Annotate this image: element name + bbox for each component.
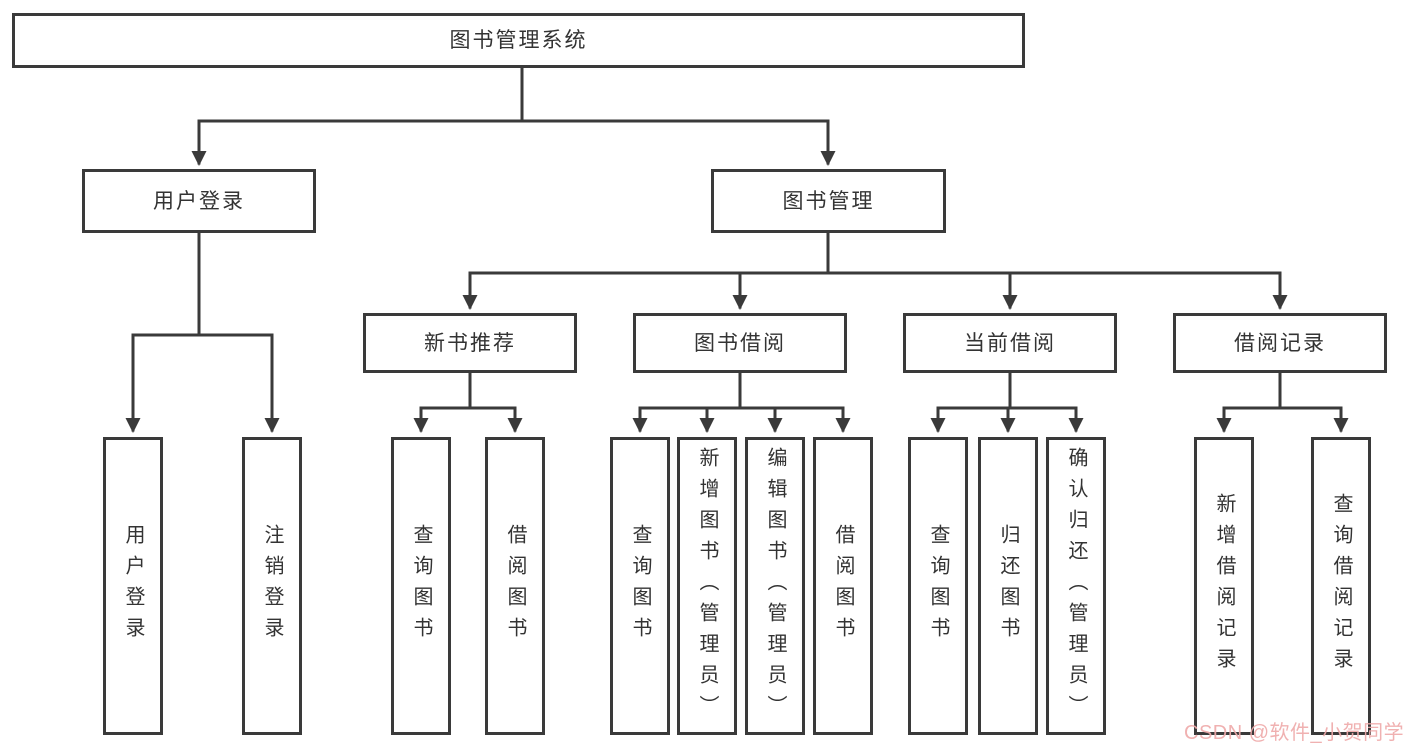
node-leaf-newbook-query-books: 查询图书: [391, 437, 451, 735]
node-root-library-management-system: 图书管理系统: [12, 13, 1025, 68]
node-leaf-logout: 注销登录: [242, 437, 302, 735]
node-borrowing-records: 借阅记录: [1173, 313, 1387, 373]
node-leaf-records-add-record: 新增借阅记录: [1194, 437, 1254, 735]
node-book-borrowing: 图书借阅: [633, 313, 847, 373]
node-new-book-recommend: 新书推荐: [363, 313, 577, 373]
node-leaf-newbook-borrow-books: 借阅图书: [485, 437, 545, 735]
node-leaf-current-confirm-return-admin: 确认归还（管理员）: [1046, 437, 1106, 735]
node-leaf-records-query-record: 查询借阅记录: [1311, 437, 1371, 735]
node-leaf-borrow-borrow-books: 借阅图书: [813, 437, 873, 735]
node-leaf-borrow-edit-books-admin: 编辑图书（管理员）: [745, 437, 805, 735]
node-book-management: 图书管理: [711, 169, 946, 233]
node-user-login: 用户登录: [82, 169, 316, 233]
node-leaf-current-return-books: 归还图书: [978, 437, 1038, 735]
node-current-borrowing: 当前借阅: [903, 313, 1117, 373]
node-leaf-borrow-query-books: 查询图书: [610, 437, 670, 735]
node-leaf-current-query-books: 查询图书: [908, 437, 968, 735]
node-leaf-user-login: 用户登录: [103, 437, 163, 735]
node-leaf-borrow-add-books-admin: 新增图书（管理员）: [677, 437, 737, 735]
